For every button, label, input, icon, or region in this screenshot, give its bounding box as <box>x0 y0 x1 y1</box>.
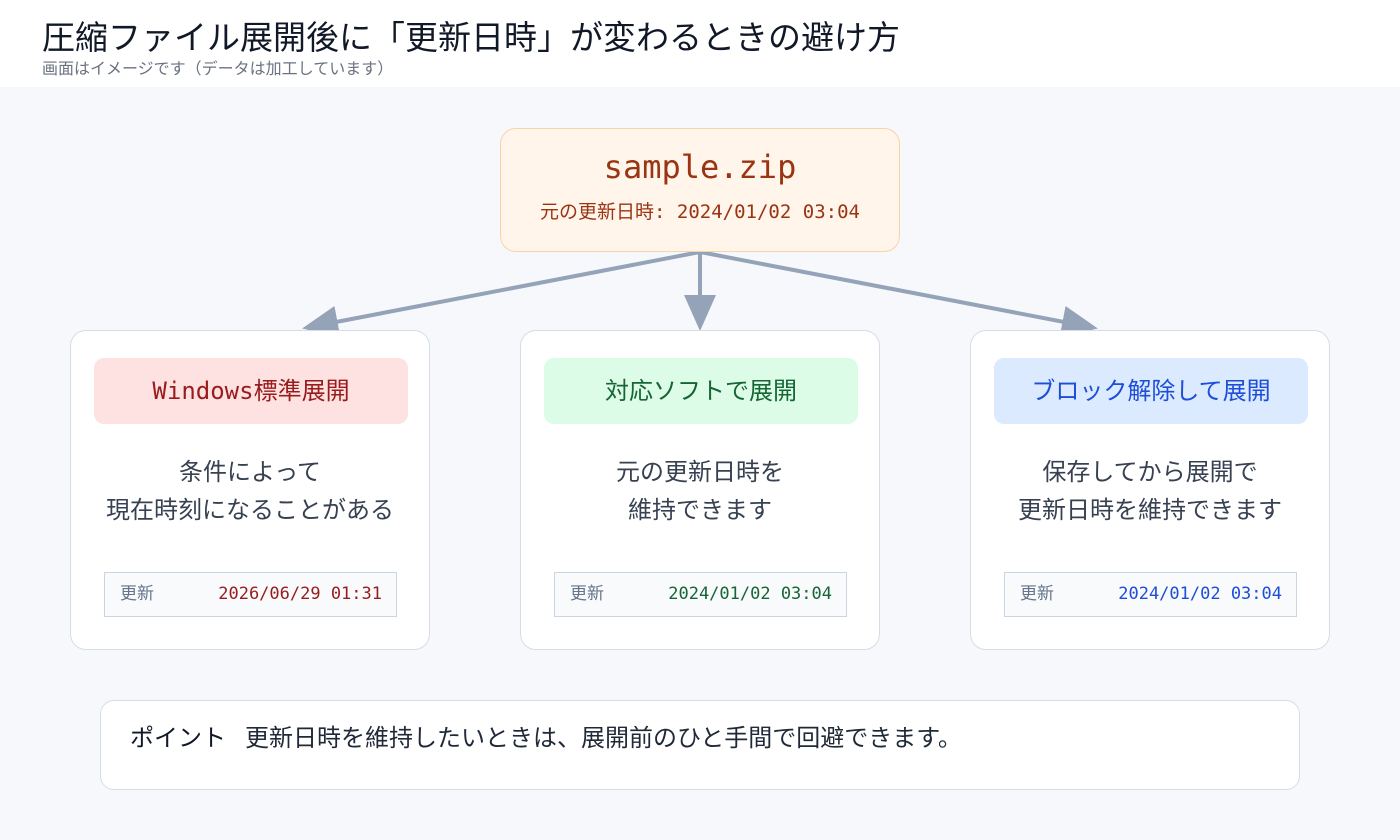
method-label-unblock: ブロック解除して展開 <box>994 358 1308 424</box>
page-subtitle: 画面はイメージです（データは加工しています） <box>42 59 394 78</box>
source-original-date: 元の更新日時: 2024/01/02 03:04 <box>540 201 860 223</box>
page-title: 圧縮ファイル展開後に「更新日時」が変わるときの避け方 <box>42 18 900 57</box>
method-description: 条件によって 現在時刻になることがある <box>71 453 429 529</box>
method-description-line: 維持できます <box>628 496 772 524</box>
method-description-line: 現在時刻になることがある <box>106 496 394 524</box>
point-label: ポイント <box>130 724 226 752</box>
method-label-windows: Windows標準展開 <box>94 358 408 424</box>
source-file-name: sample.zip <box>603 148 797 186</box>
method-card-unblock: ブロック解除して展開 保存してから展開で 更新日時を維持できます 更新 2024… <box>970 330 1330 650</box>
method-description-line: 元の更新日時を <box>616 458 784 486</box>
timestamp-field: 更新 2024/01/02 03:04 <box>554 572 847 617</box>
timestamp-key: 更新 <box>120 584 154 604</box>
timestamp-key: 更新 <box>1020 584 1054 604</box>
method-description: 保存してから展開で 更新日時を維持できます <box>971 453 1329 529</box>
method-label-software: 対応ソフトで展開 <box>544 358 858 424</box>
method-card-software: 対応ソフトで展開 元の更新日時を 維持できます 更新 2024/01/02 03… <box>520 330 880 650</box>
point-text: 更新日時を維持したいときは、展開前のひと手間で回避できます。 <box>245 724 962 752</box>
method-description: 元の更新日時を 維持できます <box>521 453 879 529</box>
method-description-line: 更新日時を維持できます <box>1018 496 1282 524</box>
header: 圧縮ファイル展開後に「更新日時」が変わるときの避け方 画面はイメージです（データ… <box>0 0 1400 87</box>
timestamp-key: 更新 <box>570 584 604 604</box>
timestamp-field: 更新 2024/01/02 03:04 <box>1004 572 1297 617</box>
timestamp-value: 2024/01/02 03:04 <box>668 584 832 604</box>
method-description-line: 保存してから展開で <box>1042 458 1258 486</box>
method-description-line: 条件によって <box>178 458 322 486</box>
timestamp-value: 2026/06/29 01:31 <box>218 584 382 604</box>
point-note: ポイント 更新日時を維持したいときは、展開前のひと手間で回避できます。 <box>100 700 1300 790</box>
timestamp-field: 更新 2026/06/29 01:31 <box>104 572 397 617</box>
source-archive-box: sample.zip 元の更新日時: 2024/01/02 03:04 <box>500 128 900 252</box>
timestamp-value: 2024/01/02 03:04 <box>1118 584 1282 604</box>
method-card-windows: Windows標準展開 条件によって 現在時刻になることがある 更新 2026/… <box>70 330 430 650</box>
